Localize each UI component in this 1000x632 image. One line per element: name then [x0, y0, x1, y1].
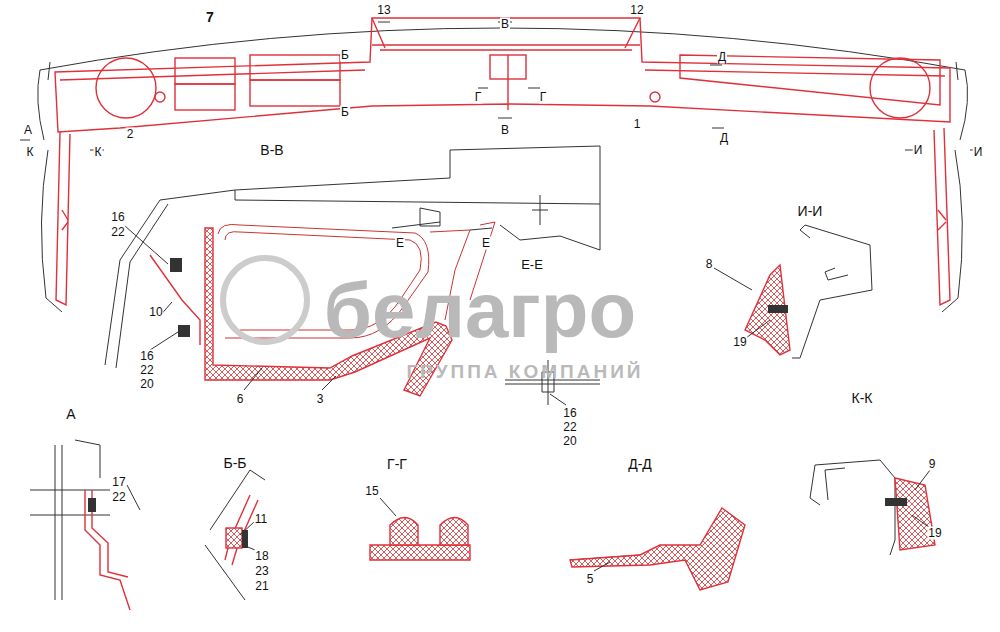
- callout-label: И: [913, 144, 924, 157]
- callout-label: 13: [376, 4, 391, 17]
- callout-label: И: [973, 146, 984, 159]
- callout-label: 16: [562, 407, 577, 420]
- watermark: белагро: [324, 270, 636, 350]
- callout-label: Д-Д: [627, 458, 653, 471]
- callout-label: 1: [633, 118, 642, 131]
- callout-label: 21: [254, 580, 269, 593]
- callout-label: А: [23, 124, 33, 137]
- callout-label: К: [26, 146, 35, 159]
- callout-label: 3: [316, 393, 325, 406]
- callout-label: 22: [562, 421, 577, 434]
- callout-label: 19: [732, 336, 747, 349]
- callout-label: 17: [111, 476, 126, 489]
- callout-label: 22: [110, 226, 125, 239]
- callout-label: Г: [474, 91, 483, 104]
- callout-label: 20: [139, 378, 154, 391]
- callout-label: 11: [254, 513, 268, 526]
- callout-label: 18: [254, 550, 269, 563]
- callout-label: 5: [586, 573, 595, 586]
- callout-label: 10: [148, 306, 163, 319]
- callout-label: Г-Г: [386, 458, 408, 471]
- callout-label: К: [94, 146, 103, 159]
- callout-label: Е: [395, 237, 405, 250]
- callout-label: Е: [481, 237, 491, 250]
- callout-label: В: [500, 18, 510, 31]
- callout-label: 8: [705, 258, 714, 271]
- callout-label: 19: [927, 527, 942, 540]
- callout-label: Б-Б: [222, 457, 247, 470]
- callout-label: 20: [562, 435, 577, 448]
- callout-label: В: [500, 124, 510, 137]
- callout-label: Б: [340, 106, 350, 119]
- callout-label: К-К: [851, 392, 874, 405]
- callout-label: В-В: [259, 144, 284, 157]
- callout-label: 23: [254, 565, 269, 578]
- callout-label: 7: [205, 11, 215, 24]
- callout-label: И-И: [797, 205, 824, 218]
- callout-label: 16: [110, 211, 125, 224]
- callout-label: 15: [364, 485, 379, 498]
- callout-label: 22: [139, 364, 154, 377]
- callout-label: 6: [236, 393, 245, 406]
- callout-label: А: [65, 408, 76, 421]
- watermark-subtitle: ГРУППА КОМПАНИЙ: [407, 361, 644, 383]
- callout-label: 16: [139, 350, 154, 363]
- callout-label: 12: [629, 4, 644, 17]
- callout-label: Е-Е: [520, 258, 544, 271]
- callout-label: 9: [928, 458, 937, 471]
- callout-label: Г: [539, 91, 548, 104]
- callout-label: 22: [111, 491, 126, 504]
- callout-label: Д: [717, 51, 727, 64]
- callout-label: Д: [719, 132, 729, 145]
- callout-label: Б: [340, 49, 350, 62]
- callout-label: 2: [126, 128, 135, 141]
